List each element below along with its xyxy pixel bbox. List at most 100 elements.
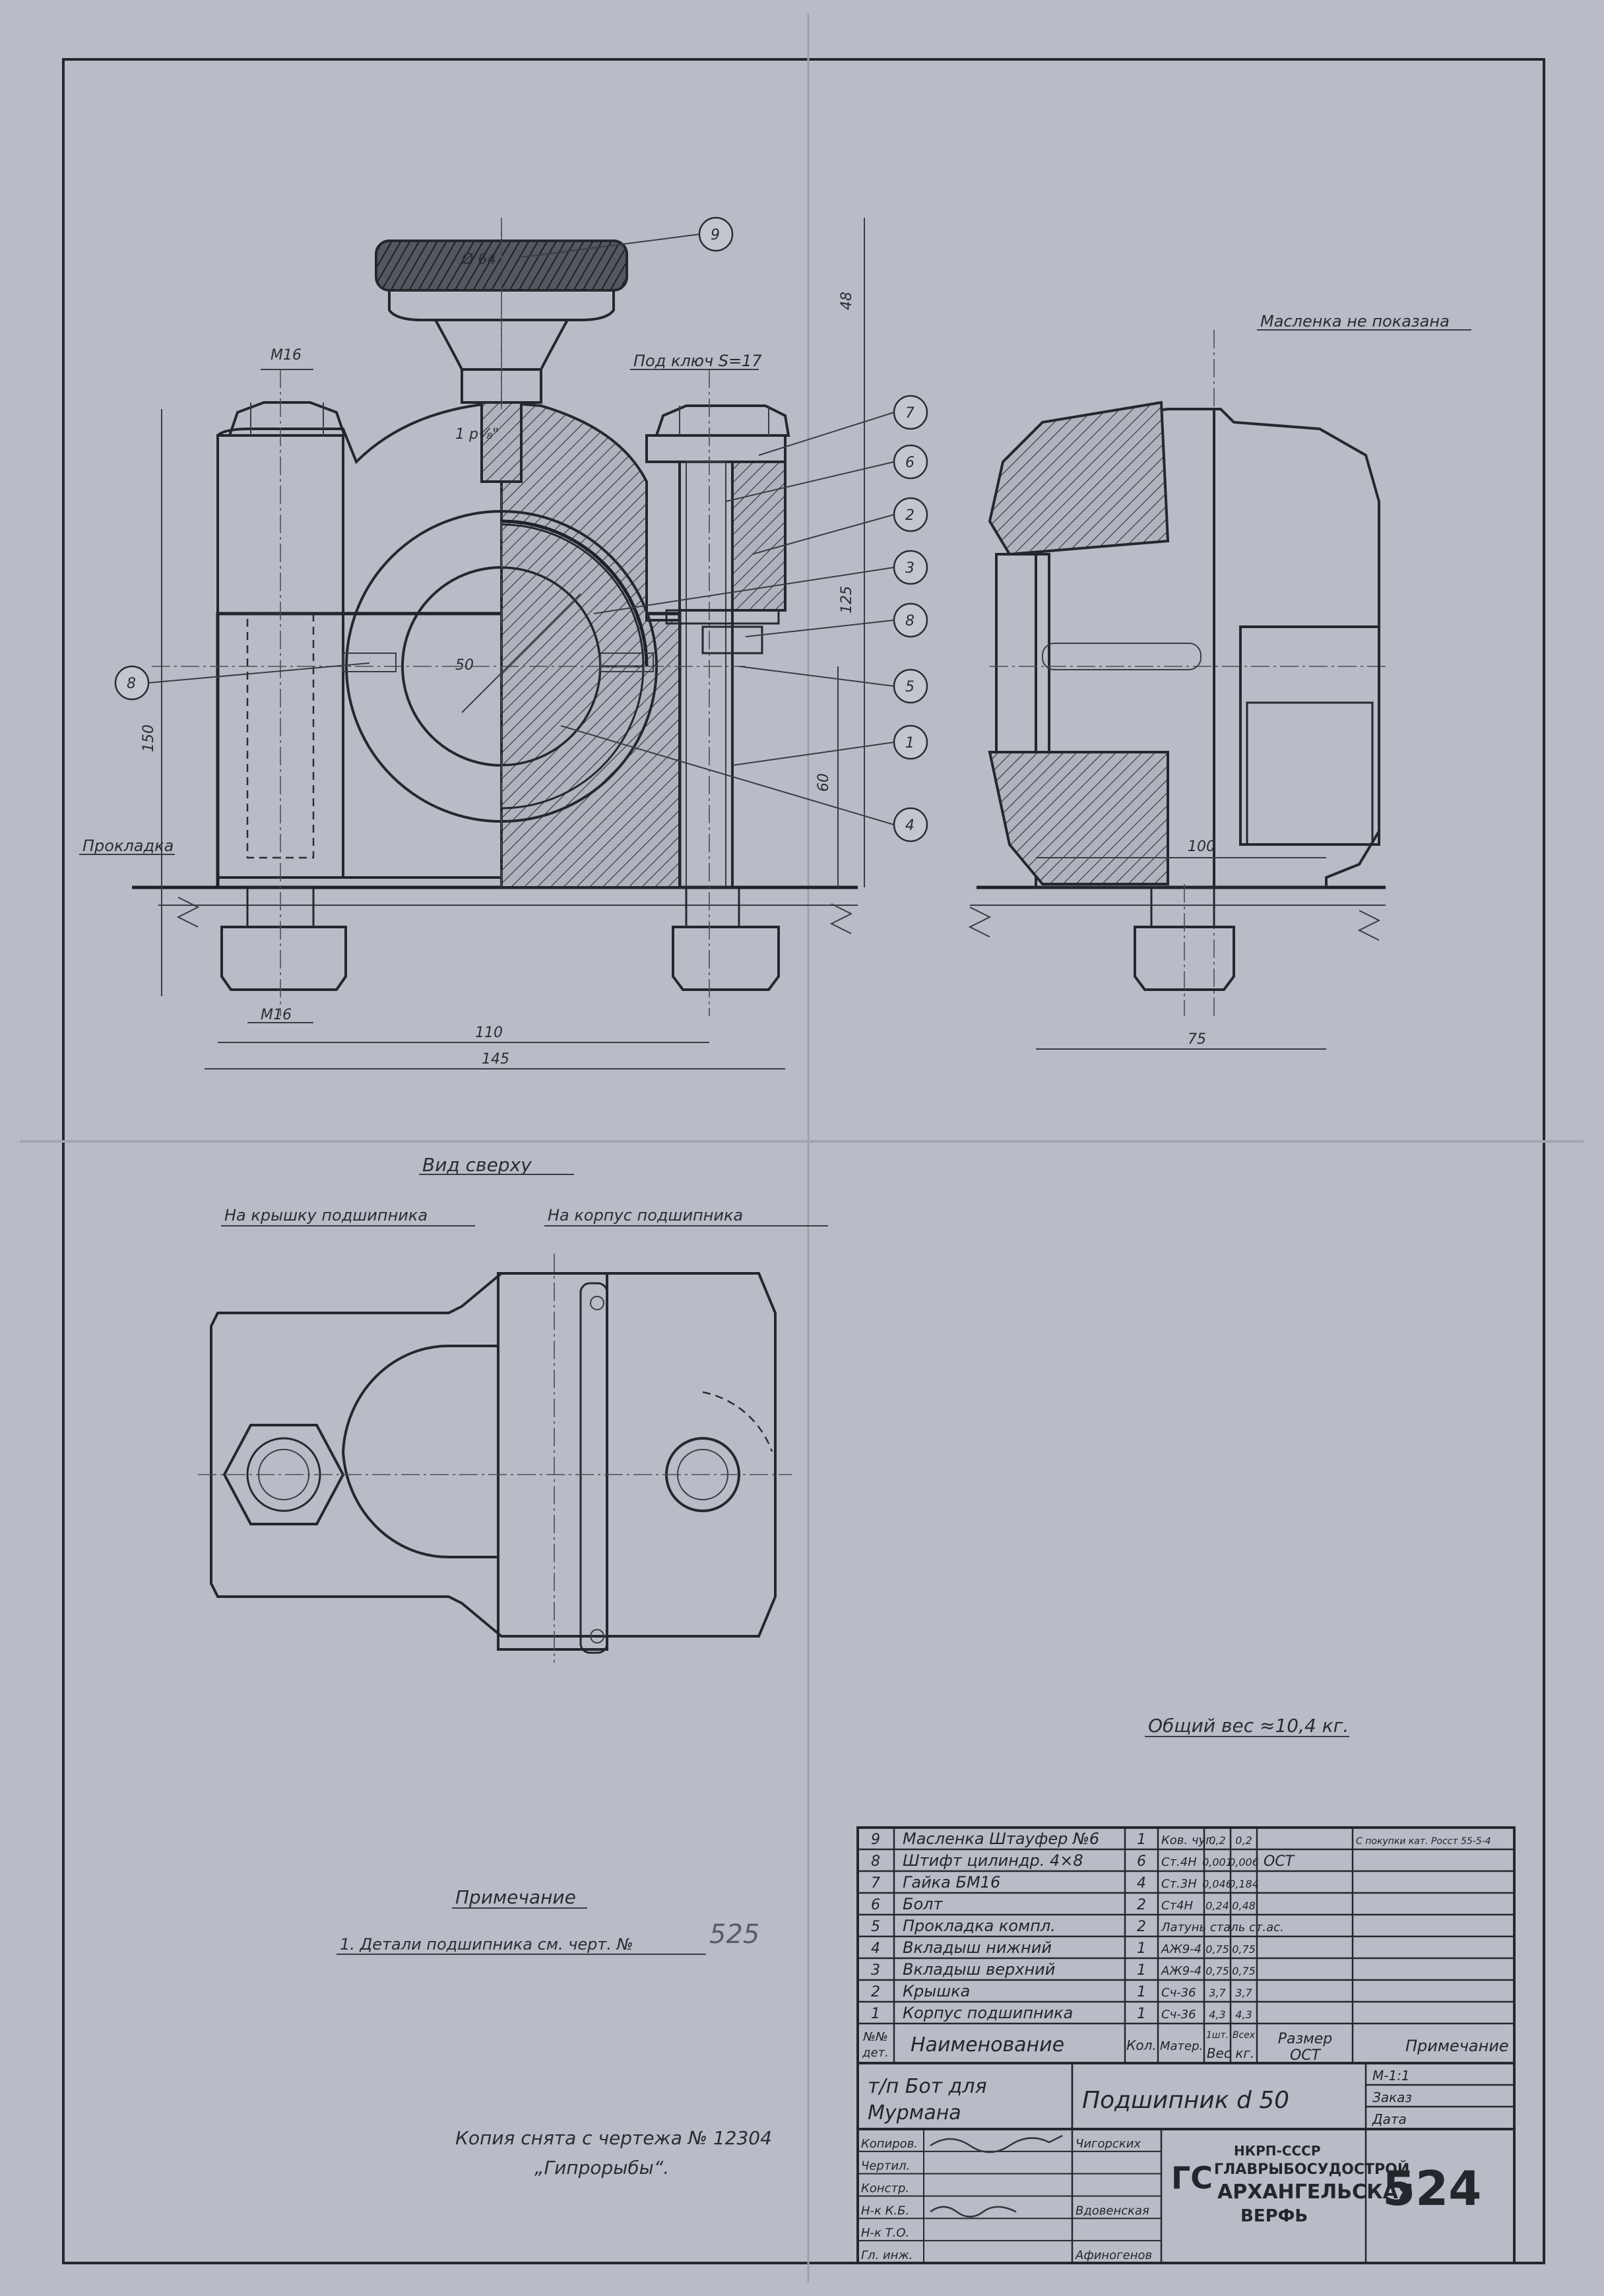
dim-110: 110 bbox=[475, 1025, 503, 1041]
dim-m16-top: M16 bbox=[271, 347, 302, 364]
dim-75: 75 bbox=[1188, 1031, 1206, 1048]
signer-name-1: Чигорских bbox=[1075, 2137, 1141, 2151]
signer-name-3: Афиногенов bbox=[1075, 2248, 1152, 2262]
order-label: Заказ bbox=[1372, 2089, 1412, 2105]
bom-header-size-2: ОСТ bbox=[1290, 2047, 1322, 2064]
balloon-7: 7 bbox=[905, 405, 914, 422]
sheet-number: 524 bbox=[1382, 2161, 1481, 2216]
bom-row-weight-total: 0,75 bbox=[1232, 1965, 1256, 1977]
balloon-1: 1 bbox=[905, 735, 914, 751]
bom-row-material: Латунь сталь ст.ас. bbox=[1161, 1921, 1284, 1934]
pipe-thread-label: 1 p⅛" bbox=[455, 426, 499, 443]
bom-row-weight-each: 0,046 bbox=[1202, 1878, 1233, 1890]
dim-125: 125 bbox=[839, 586, 855, 614]
bom-header-each: 1шт. bbox=[1206, 2030, 1229, 2041]
bom-row-weight-each: 0,2 bbox=[1209, 1834, 1225, 1847]
total-weight-note: Общий вес ≈10,4 кг. bbox=[1148, 1715, 1349, 1737]
bom-row-qty: 2 bbox=[1137, 1919, 1146, 1935]
dimension-lines bbox=[161, 218, 1326, 1069]
vessel-name-line1: т/п Бот для bbox=[868, 2075, 987, 2098]
bom-row-note: С покупки кат. Росст 55-5-4 bbox=[1356, 1836, 1491, 1847]
top-view-left-caption: На крышку подшипника bbox=[224, 1206, 428, 1225]
note-heading: Примечание bbox=[455, 1886, 576, 1908]
copy-note-line1: Копия снята с чертежа № 12304 bbox=[455, 2127, 772, 2149]
drawing-title: Подшипник d 50 bbox=[1082, 2087, 1289, 2114]
signature bbox=[930, 2134, 1063, 2153]
bom-row-weight-total: 0,48 bbox=[1232, 1899, 1256, 1912]
bom-row-qty: 1 bbox=[1137, 1984, 1146, 2000]
role-label: Гл. инж. bbox=[861, 2248, 913, 2262]
bom-header-no-2: дет. bbox=[862, 2046, 889, 2060]
top-view-right-caption: На корпус подшипника bbox=[548, 1206, 743, 1225]
bom-row-material: Ст.4Н bbox=[1161, 1855, 1197, 1869]
bom-header-size: Размер bbox=[1278, 2031, 1333, 2047]
dim-60: 60 bbox=[816, 773, 832, 792]
bom-row-weight-total: 0,006 bbox=[1229, 1856, 1259, 1868]
bom-row-number: 2 bbox=[871, 1984, 880, 2000]
bom-row-qty: 4 bbox=[1137, 1875, 1146, 1892]
bom-header-material: Матер. bbox=[1160, 2039, 1203, 2053]
organisation-line-2: ГЛАВРЫБОСУДОСТРОЙ bbox=[1214, 2161, 1409, 2178]
bom-header-note: Примечание bbox=[1405, 2037, 1509, 2055]
bom-row-material: АЖ9-4 bbox=[1161, 1942, 1202, 1956]
bom-row-number: 8 bbox=[871, 1853, 880, 1870]
part-balloons: 9 7 6 2 3 8 5 1 4 8 bbox=[114, 216, 928, 843]
bom-row-number: 5 bbox=[871, 1919, 880, 1935]
bom-row-name: Корпус подшипника bbox=[903, 2004, 1073, 2022]
bom-row-weight-each: 3,7 bbox=[1209, 1987, 1226, 1999]
role-label: Н-к Т.О. bbox=[861, 2226, 909, 2240]
role-label: Копиров. bbox=[861, 2137, 918, 2151]
balloon-8-right: 8 bbox=[905, 613, 914, 629]
note-reference-number: 525 bbox=[709, 1919, 759, 1950]
dimension-texts: M16 M16 48 125 60 150 50 110 145 100 75 … bbox=[79, 251, 1471, 1068]
bom-row-qty: 2 bbox=[1137, 1897, 1146, 1913]
balloon-3: 3 bbox=[905, 560, 914, 577]
dim-48: 48 bbox=[839, 292, 855, 310]
bom-row-qty: 6 bbox=[1137, 1853, 1146, 1870]
dim-50: 50 bbox=[455, 657, 474, 674]
greaser-not-shown-note: Масленка не показана bbox=[1260, 312, 1450, 331]
bom-row-material: Ст4Н bbox=[1161, 1899, 1194, 1913]
note-text: 1. Детали подшипника см. черт. № bbox=[340, 1935, 633, 1954]
dim-m16-bottom: M16 bbox=[261, 1007, 292, 1023]
bom-row-size: ОСТ bbox=[1264, 1853, 1295, 1870]
balloon-5: 5 bbox=[905, 679, 914, 695]
bom-row-name: Штифт цилиндр. 4×8 bbox=[903, 1851, 1083, 1870]
balloon-9: 9 bbox=[711, 227, 720, 243]
date-label: Дата bbox=[1372, 2111, 1407, 2127]
bom-row-weight-each: 0,24 bbox=[1205, 1899, 1229, 1912]
stauffer-greaser bbox=[375, 218, 628, 483]
top-view bbox=[198, 1254, 792, 1663]
bom-row-number: 6 bbox=[871, 1897, 880, 1913]
bom-row-qty: 1 bbox=[1137, 1940, 1146, 1957]
wrench-note: Под ключ S=17 bbox=[633, 352, 762, 370]
role-label: Констр. bbox=[861, 2182, 909, 2196]
bom-row-material: Ков. чуг. bbox=[1161, 1834, 1215, 1847]
bom-row-qty: 1 bbox=[1137, 2006, 1146, 2022]
bom-row-number: 1 bbox=[871, 2006, 880, 2022]
dim-150: 150 bbox=[141, 724, 157, 752]
bom-row-name: Вкладыш верхний bbox=[903, 1960, 1055, 1979]
bom-row-weight-total: 0,184 bbox=[1229, 1878, 1259, 1890]
bom-row-number: 7 bbox=[871, 1875, 880, 1892]
dim-100: 100 bbox=[1188, 839, 1215, 855]
vessel-name-line2: Мурмана bbox=[868, 2101, 961, 2124]
dim-145: 145 bbox=[482, 1051, 509, 1068]
signer-name-2: Вдовенская bbox=[1075, 2204, 1149, 2217]
bom-row-material: АЖ9-4 bbox=[1161, 1964, 1202, 1978]
role-label: Чертил. bbox=[861, 2159, 910, 2173]
bom-row-weight-total: 3,7 bbox=[1235, 1987, 1252, 1999]
sheet-frame bbox=[20, 13, 1584, 2283]
bom-row-material: Сч-36 bbox=[1161, 1986, 1196, 2000]
balloon-6: 6 bbox=[905, 455, 914, 471]
bom-row-name: Вкладыш нижний bbox=[903, 1938, 1052, 1957]
bom-header-no: №№ bbox=[862, 2030, 887, 2044]
knurl-diameter-label: Ø 64 bbox=[461, 251, 496, 268]
organisation-line-3: АРХАНГЕЛЬСКАЯ bbox=[1217, 2181, 1413, 2204]
balloon-8-left: 8 bbox=[127, 676, 136, 692]
copy-note-line2: „Гипрорыбы“. bbox=[534, 2157, 669, 2179]
bom-row-weight-total: 0,75 bbox=[1232, 1943, 1256, 1956]
organisation-line-1: НКРП-СССР bbox=[1234, 2143, 1320, 2159]
